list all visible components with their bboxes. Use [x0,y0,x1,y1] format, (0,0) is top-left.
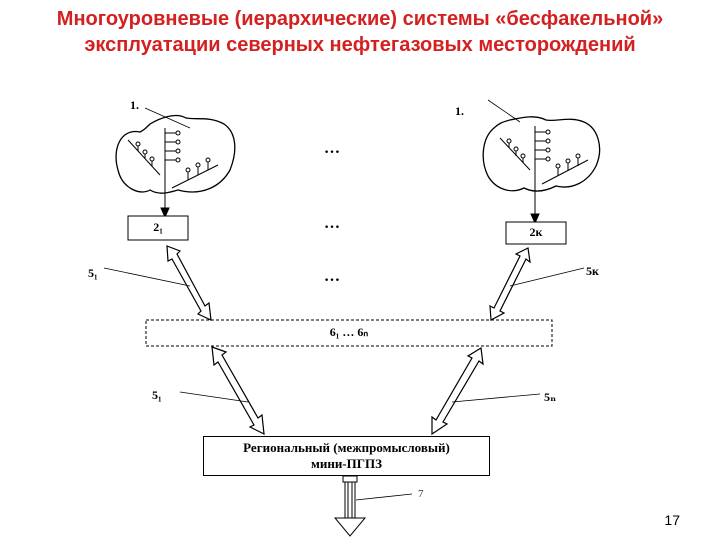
ellipsis-bottom: … [324,268,343,285]
field-right-outline [482,116,601,192]
field-left-label: 1. [130,98,139,112]
slide-title: Многоуровневые (иерархические) системы «… [0,6,720,58]
bus-label: 6₁ … 6ₙ [329,325,369,339]
field-right-wells [499,126,589,225]
box-right-label: 2к [529,225,543,239]
output-pipe [333,475,367,537]
page-number: 17 [664,512,680,528]
output-label: 7 [418,488,424,500]
field-right-pointer [487,99,521,123]
field-left-pointer [144,107,191,129]
arrow-lower-right [431,347,484,436]
regional-line-1: Региональный (межпромысловый) [243,440,450,455]
pointer-7 [355,493,413,501]
title-line-1: Многоуровневые (иерархические) системы «… [56,8,664,30]
link-upper-left-label: 5₁ [88,266,98,280]
pointer-5-lower-right [451,393,541,403]
box-left-label: 2₁ [153,220,163,234]
box-left [127,215,189,241]
ellipsis-middle: … [324,215,343,232]
pointer-5-lower-left [179,391,249,403]
link-upper-right-label: 5к [586,264,599,278]
arrow-upper-left [166,245,212,321]
regional-line-2: мини-ПГПЗ [310,456,382,471]
pointer-5-upper-left [103,267,191,287]
collection-bus [145,319,553,347]
regional-plant-box: Региональный (межпромысловый) мини-ПГПЗ [203,436,490,476]
title-line-2: эксплуатации северных нефтегазовых место… [84,34,636,56]
arrow-upper-right [489,247,531,321]
link-lower-left-label: 5₁ [152,388,162,402]
field-left-outline [115,114,236,194]
box-right [505,221,567,245]
ellipsis-top: … [324,140,343,157]
pointer-5-upper-right [509,267,585,287]
link-lower-right-label: 5ₙ [544,390,557,404]
field-right-label: 1. [455,104,464,118]
field-left-wells [127,128,219,219]
arrow-lower-left [211,346,265,436]
